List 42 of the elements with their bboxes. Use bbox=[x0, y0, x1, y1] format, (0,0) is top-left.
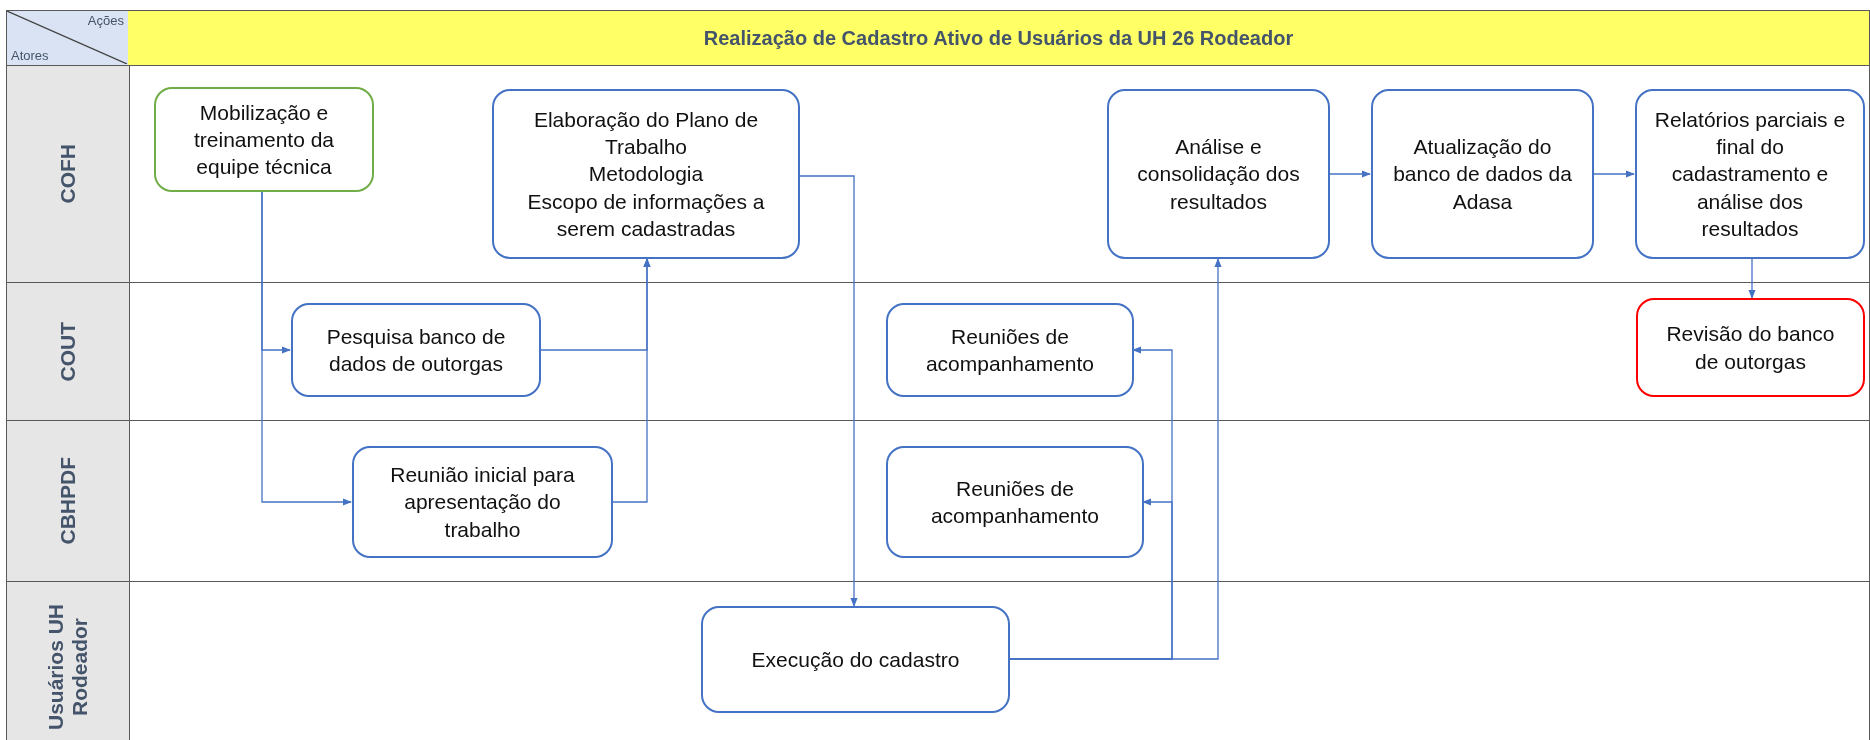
swimlane bbox=[6, 421, 1870, 582]
box-text: Escopo de informações a serem cadastradas bbox=[526, 188, 766, 242]
box-text: Pesquisa banco de dados de outorgas bbox=[325, 323, 507, 377]
process-box bbox=[701, 606, 1010, 713]
process-box bbox=[886, 446, 1144, 558]
header-label: Atores bbox=[11, 48, 49, 63]
title: Realização de Cadastro Ativo de Usuários da UH 26 Rodeador bbox=[703, 26, 1294, 50]
process-box bbox=[1107, 89, 1330, 259]
box-text: Revisão do banco de outorgas bbox=[1665, 321, 1836, 375]
box-text: Mobilização e treinamento da equipe técnica bbox=[192, 99, 336, 181]
box-text: Metodologia bbox=[588, 161, 704, 188]
process-box bbox=[1635, 89, 1865, 259]
lane-title: COUT bbox=[55, 321, 80, 382]
box-text: Reuniões de acompanhamento bbox=[929, 475, 1101, 529]
lane-title: Usuários UH Rodeador bbox=[43, 602, 92, 732]
process-box bbox=[492, 89, 800, 259]
arrow bbox=[611, 258, 651, 503]
box-text: Reunião inicial para apresentação do trabalho bbox=[389, 462, 576, 543]
swimlane bbox=[6, 582, 1870, 740]
swimlane bbox=[6, 66, 1870, 283]
arrow bbox=[261, 191, 352, 506]
lane-title: COFH bbox=[55, 144, 80, 204]
header-label: Ações bbox=[87, 13, 124, 28]
arrow bbox=[1008, 258, 1222, 660]
box-text: Execução do cadastro bbox=[751, 646, 960, 673]
process-box bbox=[154, 87, 374, 192]
lane-title: CBHPDF bbox=[55, 457, 80, 545]
process-box bbox=[886, 303, 1134, 397]
process-box bbox=[291, 303, 541, 397]
arrow bbox=[1328, 170, 1371, 178]
arrow bbox=[1592, 170, 1635, 178]
box-text: Elaboração do Plano de Trabalho bbox=[532, 106, 760, 161]
process-box bbox=[352, 446, 613, 558]
process-box bbox=[1371, 89, 1594, 259]
box-text: Atualização do banco de dados da Adasa bbox=[1392, 134, 1573, 215]
box-text: Relatórios parciais e final do cadastramento e análise dos resultados bbox=[1653, 106, 1847, 242]
swimlane bbox=[6, 283, 1870, 421]
box-text: Análise e consolidação dos resultados bbox=[1136, 134, 1301, 215]
process-box bbox=[1636, 298, 1865, 397]
box-text: Reuniões de acompanhamento bbox=[924, 323, 1096, 377]
arrow bbox=[1748, 258, 1756, 299]
arrow bbox=[798, 175, 858, 607]
